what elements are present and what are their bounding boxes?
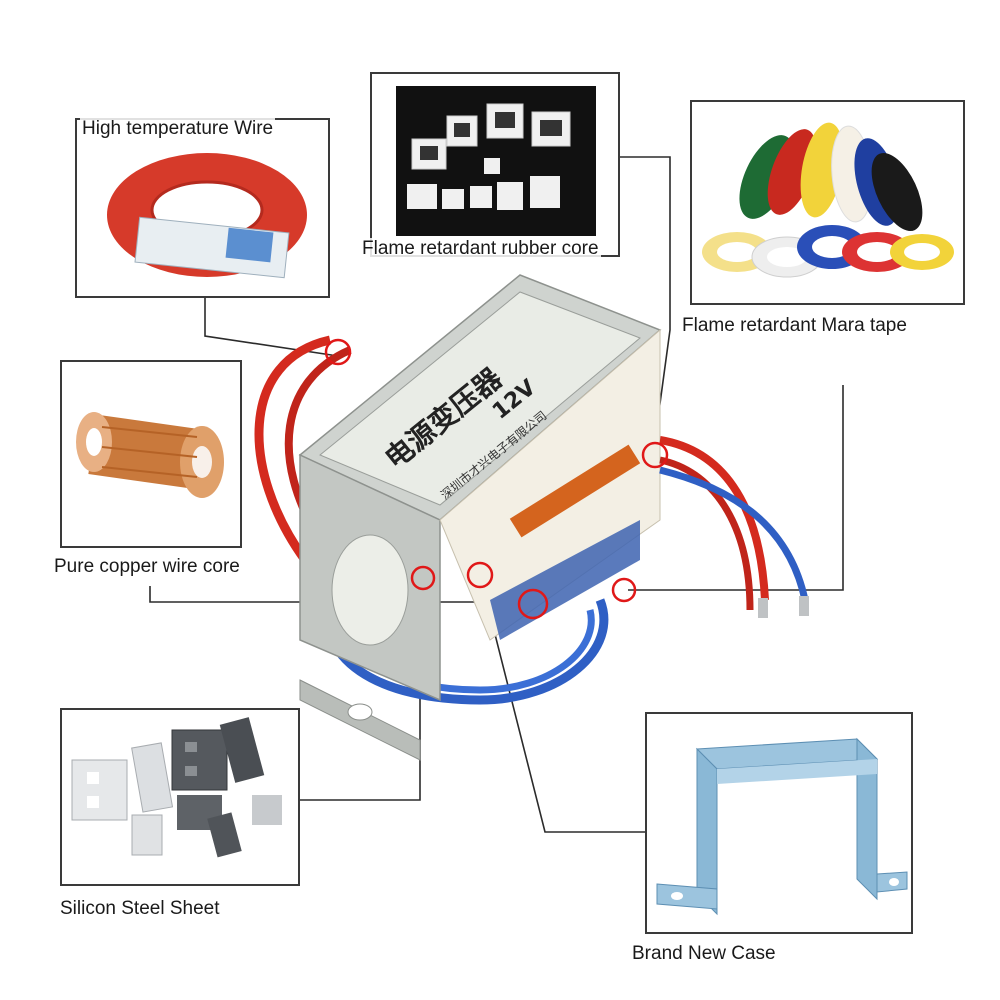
rubber-core-image: [396, 86, 596, 236]
box-silicon-steel: [60, 708, 300, 886]
wire-tip: [799, 596, 809, 616]
callout-circle: [517, 588, 549, 620]
red-wire-right: [659, 436, 769, 601]
label-rubber-core: Flame retardant rubber core: [360, 238, 601, 260]
label-high-temp-wire: High temperature Wire: [80, 118, 276, 140]
box-copper-core: [60, 360, 242, 548]
mara-tape-image: [702, 122, 954, 278]
connector-case: [479, 574, 645, 833]
case-sticker: [331, 534, 409, 646]
box-mara-tape: [690, 100, 965, 305]
connector-wire: [204, 298, 339, 357]
wire-coil-image: [107, 153, 307, 279]
box-rubber-core: [370, 72, 620, 257]
label-mara-tape: Flame retardant Mara tape: [680, 315, 909, 337]
red-wire-left: [254, 335, 331, 563]
blue-wire-right: [659, 466, 809, 601]
wire-tip: [758, 598, 768, 618]
box-case: [645, 712, 913, 934]
label-plate: [319, 291, 641, 506]
callout-circle: [466, 561, 494, 589]
callout-circle: [324, 338, 352, 366]
mounting-hole: [347, 703, 373, 721]
coil-tape: [509, 444, 641, 538]
label-silicon-steel: Silicon Steel Sheet: [58, 898, 222, 920]
coil-blue-winding: [490, 520, 640, 640]
bobbin: [439, 328, 661, 641]
callout-circle: [611, 577, 637, 603]
connector-mara-tape: [628, 385, 844, 591]
red-wire-right-2: [659, 456, 754, 611]
copper-coil-image: [76, 412, 224, 498]
callout-circle: [641, 441, 669, 469]
connector-rubber-core: [620, 156, 671, 456]
callout-circle: [410, 565, 436, 591]
label-case: Brand New Case: [630, 943, 778, 965]
box-high-temp-wire: [75, 118, 330, 298]
label-copper-core: Pure copper wire core: [52, 556, 242, 578]
case-image: [656, 737, 908, 916]
silicon-steel-image: [71, 717, 282, 858]
